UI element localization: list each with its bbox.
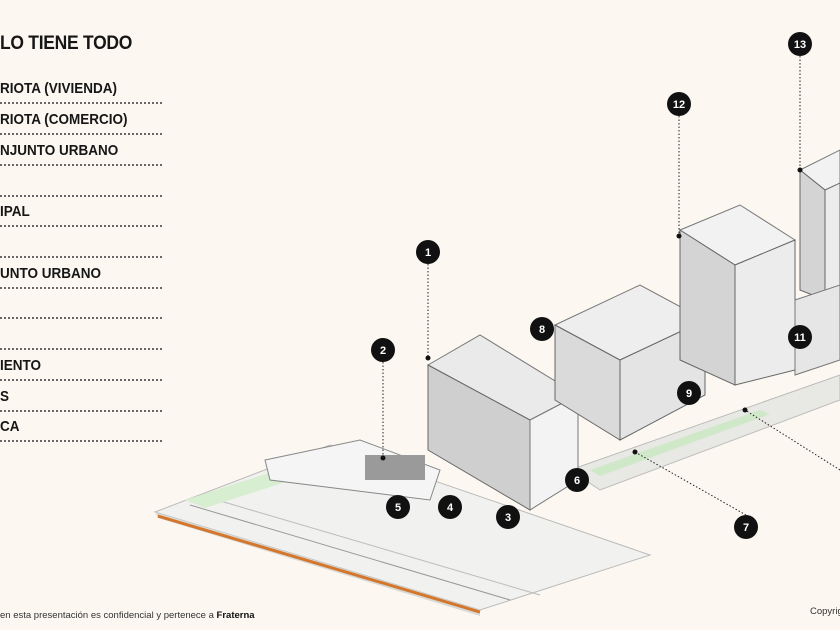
slide-title: LO TIENE TODO (0, 33, 133, 54)
list-item-label: NJUNTO URBANO (0, 142, 119, 159)
list-item-label: RIOTA (COMERCIO) (0, 111, 128, 128)
svg-text:3: 3 (505, 512, 511, 524)
rail-line (199, 494, 541, 596)
rail-line (189, 504, 511, 601)
svg-text:9: 9 (686, 388, 692, 400)
terrace (365, 455, 425, 480)
svg-text:5: 5 (395, 502, 401, 514)
green-strip (590, 410, 770, 476)
list-item (0, 319, 162, 350)
list-item: NJUNTO URBANO (0, 135, 162, 166)
marker-3: 3 (496, 505, 520, 529)
svg-text:12: 12 (673, 99, 685, 111)
building-12-side (734, 239, 796, 386)
svg-text:8: 8 (539, 324, 545, 336)
marker-7: 7 (734, 515, 758, 539)
list-item-label: S (0, 388, 10, 405)
marker-4: 4 (438, 495, 462, 519)
list-item: CA (0, 411, 162, 442)
list-item-label: IPAL (0, 203, 30, 220)
building-13-facade (799, 168, 826, 301)
building-11 (794, 284, 840, 376)
list-item-label: CA (0, 418, 20, 435)
list-item: IENTO (0, 350, 162, 381)
list-item (0, 166, 162, 197)
svg-text:7: 7 (743, 522, 749, 534)
list-item (0, 288, 162, 319)
rail-line (157, 514, 481, 614)
building-13-side (824, 182, 840, 301)
svg-text:6: 6 (574, 475, 580, 487)
marker-9: 9 (677, 381, 701, 405)
leader-lines (382, 56, 840, 516)
svg-text:4: 4 (447, 502, 454, 514)
list-item: RIOTA (VIVIENDA) (0, 73, 162, 104)
svg-text:11: 11 (794, 332, 806, 344)
svg-text:2: 2 (380, 345, 386, 357)
copyright: Copyrig (810, 606, 840, 617)
marker-13: 13 (788, 32, 812, 56)
marker-12: 12 (667, 92, 691, 116)
list-item-label: RIOTA (VIVIENDA) (0, 80, 117, 97)
list-item: RIOTA (COMERCIO) (0, 104, 162, 135)
svg-text:1: 1 (425, 247, 431, 259)
list-item: IPAL (0, 196, 162, 227)
marker-6: 6 (565, 468, 589, 492)
list-item: UNTO URBANO (0, 258, 162, 289)
marker-5: 5 (386, 495, 410, 519)
marker-1: 1 (416, 240, 440, 264)
footer-text: en esta presentación es confidencial y p… (0, 610, 214, 621)
svg-text:13: 13 (794, 39, 806, 51)
confidentiality-note: en esta presentación es confidencial y p… (0, 610, 255, 621)
list-item-label: UNTO URBANO (0, 265, 102, 282)
leader-dots (380, 167, 803, 461)
list-item (0, 227, 162, 258)
list-item-label: IENTO (0, 357, 42, 374)
marker-2: 2 (371, 338, 395, 362)
marker-8: 8 (530, 317, 554, 341)
marker-11: 11 (788, 325, 812, 349)
list-item: S (0, 381, 162, 412)
footer-brand: Fraterna (216, 610, 255, 621)
